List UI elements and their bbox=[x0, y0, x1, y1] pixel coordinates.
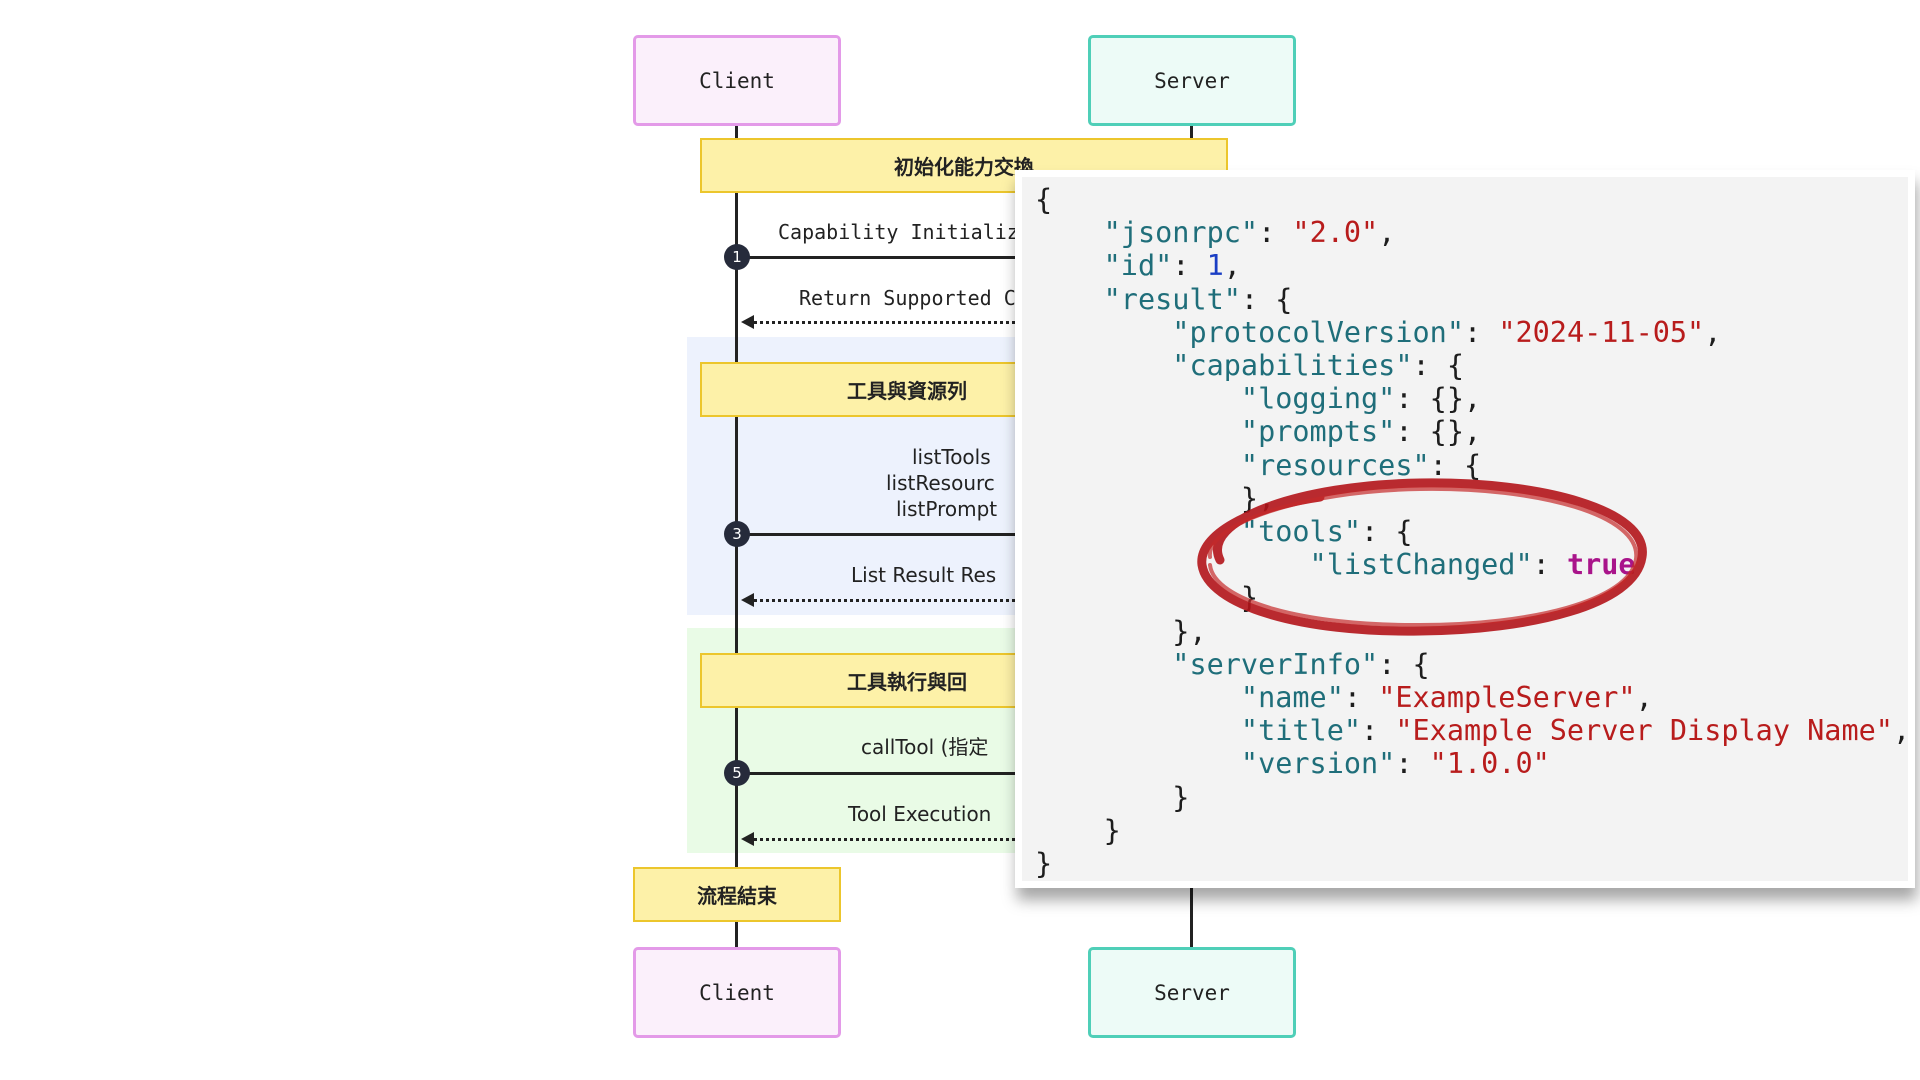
client-actor-label: Client bbox=[699, 980, 775, 1005]
message-3-label-line2: listResourc bbox=[886, 471, 995, 495]
note-end: 流程結束 bbox=[633, 867, 841, 922]
message-5-label: callTool (指定 bbox=[861, 735, 989, 759]
step-3-badge: 3 bbox=[724, 521, 750, 547]
note-init-label: 初始化能力交換 bbox=[894, 155, 1034, 179]
step-5-badge: 5 bbox=[724, 760, 750, 786]
server-actor-top: Server bbox=[1088, 35, 1296, 126]
highlight-circle bbox=[1197, 478, 1647, 636]
message-3-arrow bbox=[737, 533, 1027, 536]
message-2-arrowhead bbox=[741, 315, 754, 329]
json-response-card: { "jsonrpc": "2.0", "id": 1, "result": {… bbox=[1015, 170, 1915, 888]
note-end-label: 流程結束 bbox=[697, 884, 777, 908]
message-3-label-line3: listPrompt bbox=[896, 497, 998, 521]
message-2-arrow bbox=[754, 321, 1027, 324]
message-4-arrowhead bbox=[741, 593, 754, 607]
message-6-arrow bbox=[754, 838, 1027, 841]
message-6-arrowhead bbox=[741, 832, 754, 846]
server-actor-label: Server bbox=[1154, 980, 1230, 1005]
note-listing-label: 工具與資源列 bbox=[847, 379, 967, 403]
client-actor-bottom: Client bbox=[633, 947, 841, 1038]
step-1-badge: 1 bbox=[724, 244, 750, 270]
message-1-label: Capability Initializat bbox=[778, 220, 1043, 244]
message-5-arrow bbox=[737, 772, 1027, 775]
note-execution-label: 工具執行與回 bbox=[847, 670, 967, 694]
message-6-label: Tool Execution bbox=[848, 802, 992, 826]
message-1-arrow bbox=[737, 256, 1027, 259]
message-3-label-line1: listTools bbox=[912, 445, 991, 469]
server-actor-bottom: Server bbox=[1088, 947, 1296, 1038]
note-execution: 工具執行與回 bbox=[700, 653, 1020, 708]
note-init: 初始化能力交換 bbox=[700, 138, 1228, 193]
message-2-label: Return Supported C bbox=[799, 286, 1016, 310]
json-code-block: { "jsonrpc": "2.0", "id": 1, "result": {… bbox=[1035, 183, 1911, 881]
message-4-label: List Result Res bbox=[851, 563, 997, 587]
client-actor-top: Client bbox=[633, 35, 841, 126]
note-listing: 工具與資源列 bbox=[700, 362, 1020, 417]
server-actor-label: Server bbox=[1154, 68, 1230, 93]
json-response-panel: { "jsonrpc": "2.0", "id": 1, "result": {… bbox=[1022, 177, 1911, 881]
message-4-arrow bbox=[754, 599, 1027, 602]
client-actor-label: Client bbox=[699, 68, 775, 93]
